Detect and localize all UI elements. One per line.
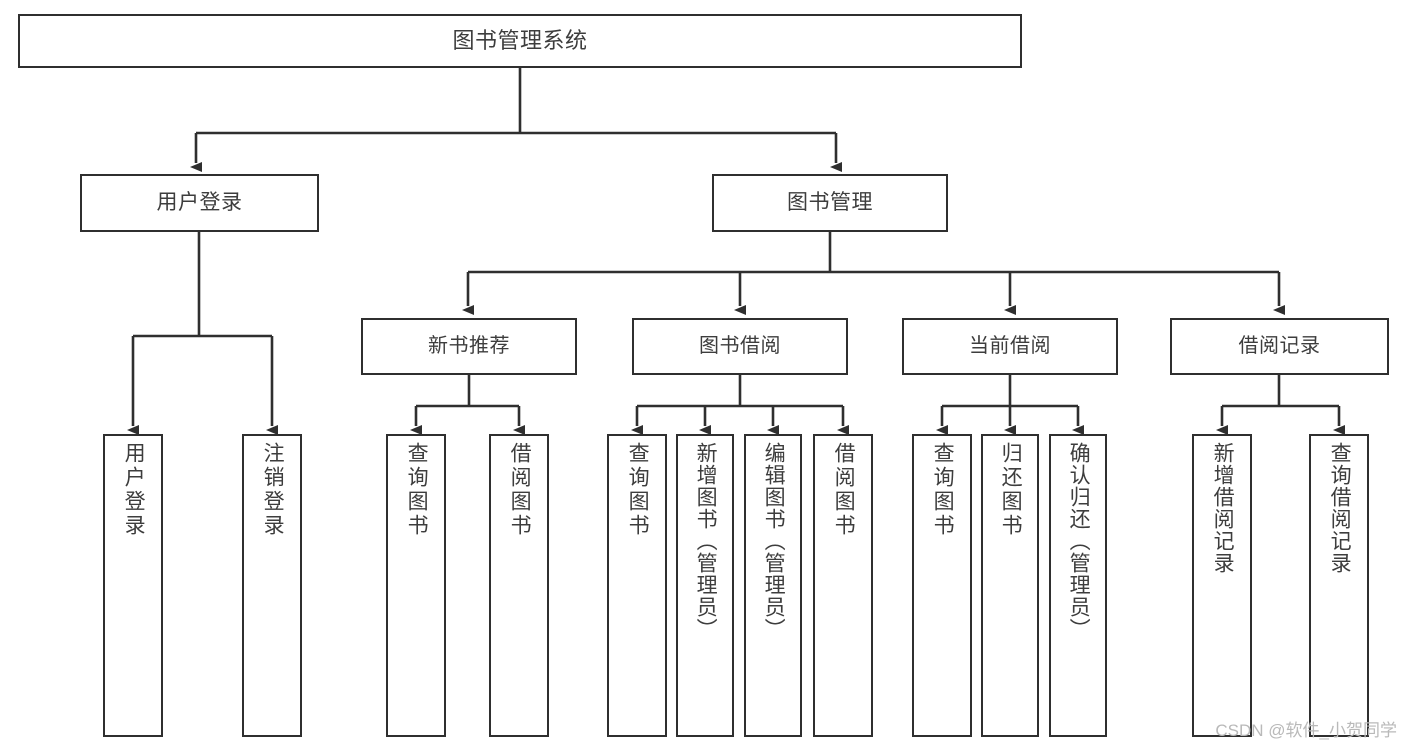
- node-label: 借阅记录: [1238, 335, 1321, 357]
- leaf-add-borrow-record[interactable]: 新增借阅记录: [1192, 434, 1252, 737]
- leaf-query-book-new[interactable]: 查询图书: [386, 434, 446, 737]
- node-book-management[interactable]: 图书管理: [712, 174, 948, 232]
- node-label: 注销登录: [261, 442, 285, 538]
- node-label: 编辑图书（管理员）: [762, 442, 786, 640]
- node-label: 查询借阅记录: [1328, 442, 1352, 574]
- node-label: 查询图书: [626, 442, 650, 538]
- node-label: 用户登录: [122, 442, 146, 538]
- node-label: 查询图书: [931, 442, 955, 538]
- leaf-add-book-admin[interactable]: 新增图书（管理员）: [676, 434, 734, 737]
- node-label: 确认归还（管理员）: [1067, 442, 1091, 640]
- leaf-borrow-book[interactable]: 借阅图书: [813, 434, 873, 737]
- leaf-query-book-current[interactable]: 查询图书: [912, 434, 972, 737]
- node-label: 图书管理: [787, 190, 873, 214]
- node-current-borrow[interactable]: 当前借阅: [902, 318, 1118, 375]
- node-label: 当前借阅: [969, 335, 1051, 357]
- node-label: 新增图书（管理员）: [694, 442, 718, 640]
- node-book-borrow[interactable]: 图书借阅: [632, 318, 848, 375]
- node-root-system[interactable]: 图书管理系统: [18, 14, 1022, 68]
- node-label: 借阅图书: [832, 442, 856, 538]
- node-user-login[interactable]: 用户登录: [80, 174, 319, 232]
- node-label: 借阅图书: [508, 442, 532, 538]
- node-label: 用户登录: [156, 190, 243, 214]
- node-label: 图书借阅: [699, 335, 781, 357]
- node-label: 归还图书: [999, 442, 1023, 538]
- node-label: 查询图书: [405, 442, 429, 538]
- leaf-logout[interactable]: 注销登录: [242, 434, 302, 737]
- node-new-book-recommend[interactable]: 新书推荐: [361, 318, 577, 375]
- watermark-credit: CSDN @软件_小贺同学: [1215, 721, 1397, 740]
- leaf-query-book-borrow[interactable]: 查询图书: [607, 434, 667, 737]
- node-borrow-record[interactable]: 借阅记录: [1170, 318, 1389, 375]
- node-label: 新增借阅记录: [1211, 442, 1235, 574]
- node-label: 图书管理系统: [452, 28, 588, 54]
- leaf-confirm-return-admin[interactable]: 确认归还（管理员）: [1049, 434, 1107, 737]
- node-label: 新书推荐: [428, 335, 510, 357]
- leaf-query-borrow-record[interactable]: 查询借阅记录: [1309, 434, 1369, 737]
- leaf-user-login[interactable]: 用户登录: [103, 434, 163, 737]
- leaf-edit-book-admin[interactable]: 编辑图书（管理员）: [744, 434, 802, 737]
- leaf-return-book[interactable]: 归还图书: [981, 434, 1039, 737]
- leaf-borrow-book-new[interactable]: 借阅图书: [489, 434, 549, 737]
